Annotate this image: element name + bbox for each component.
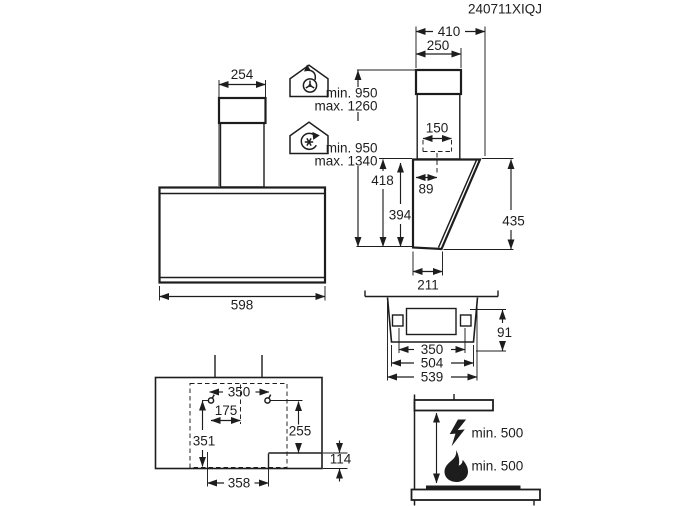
dim-label: 418	[371, 173, 394, 188]
hood-lower-edge	[413, 399, 494, 412]
house-exhaust-icon	[289, 64, 329, 98]
hood-outline-dashed	[189, 383, 288, 468]
dim-label: 350	[421, 342, 444, 357]
dim-label: 175	[215, 403, 238, 418]
side-view	[411, 68, 482, 251]
exhaust-min-height: min. 950	[326, 86, 378, 101]
template-outline	[154, 376, 323, 470]
front-view	[158, 96, 327, 284]
mode-recirculation: min. 950 max. 1340	[289, 121, 378, 169]
dim-label: 250	[427, 38, 450, 53]
gas-clearance-label: min. 500	[472, 459, 524, 474]
dim-side-duct-offset: 89	[415, 174, 438, 197]
dim-bottom-top-width: 539	[387, 302, 478, 385]
dim-side-height-inner: 394	[389, 162, 412, 247]
electric-clearance-label: min. 500	[472, 426, 524, 441]
screw-hole-right	[264, 394, 272, 404]
dim-label: 254	[231, 67, 254, 82]
chimney-upper-section	[217, 96, 267, 125]
glass-panel-inner-line	[437, 159, 478, 248]
mode-exhaust: min. 950 max. 1260	[289, 64, 378, 114]
dim-label: 394	[389, 208, 412, 223]
dim-label: 598	[231, 298, 254, 313]
clearance-diagram: min. 500 min. 500	[410, 394, 541, 506]
dim-label: 114	[330, 452, 352, 467]
lightning-icon	[449, 419, 467, 447]
dim-template-left-height: 351	[193, 400, 216, 467]
house-recirculation-icon	[289, 121, 329, 155]
dim-label: 89	[418, 182, 433, 197]
exhaust-max-height: max. 1260	[314, 99, 377, 114]
motor-housing	[405, 307, 457, 336]
dim-front-chimney-width: 254	[218, 67, 266, 186]
recirc-max-height: max. 1340	[314, 154, 377, 169]
dim-side-bottom-depth: 211	[412, 251, 443, 293]
recirc-min-height: min. 950	[326, 141, 378, 156]
drilling-template	[154, 355, 323, 470]
bottom-view	[364, 290, 499, 343]
dim-hole-to-center: 175	[210, 403, 241, 424]
chimney-upper-side	[414, 68, 463, 96]
screw-hole-left	[207, 394, 215, 404]
dim-label: 150	[426, 121, 449, 136]
model-code: 240711XIQJ	[468, 2, 542, 17]
dim-side-height-front: 435	[443, 158, 525, 250]
dim-label: 91	[497, 325, 512, 340]
dim-label: 358	[228, 476, 251, 491]
dim-template-bottom-width: 358	[207, 452, 269, 491]
hood-underside-outline	[386, 297, 479, 343]
dim-label: 410	[438, 24, 461, 39]
dim-front-body-width: 598	[159, 286, 326, 313]
hood-body-front	[158, 186, 327, 284]
hood-body-side	[411, 158, 482, 251]
dim-label: 350	[228, 385, 251, 400]
dim-label: 211	[417, 278, 439, 293]
dim-side-height-back: 418	[371, 158, 412, 247]
dim-bracket-spacing: 350	[398, 328, 466, 357]
dim-bottom-body-width: 504	[391, 345, 474, 371]
dim-hole-spacing: 350	[209, 385, 270, 400]
dim-mount-depth: 91	[470, 309, 512, 352]
dim-label: 435	[502, 214, 525, 229]
dim-label: 539	[421, 370, 444, 385]
dim-label: 255	[289, 424, 312, 439]
mount-bracket-left	[391, 314, 404, 327]
flame-icon	[444, 450, 468, 482]
mount-bracket-right	[459, 314, 472, 327]
dim-label: 504	[421, 356, 444, 371]
cooktop-counter	[410, 488, 541, 501]
chimney-lower-section	[219, 122, 265, 188]
hob-surface	[426, 485, 521, 490]
dim-side-duct-width: 150	[422, 121, 452, 142]
dim-side-chimney-depth: 250	[415, 38, 462, 68]
dim-template-right-height: 255	[270, 400, 312, 453]
dim-side-total-depth: 410	[415, 24, 486, 156]
dim-ledge-height: 114	[323, 440, 352, 482]
dim-label: 351	[193, 434, 216, 449]
